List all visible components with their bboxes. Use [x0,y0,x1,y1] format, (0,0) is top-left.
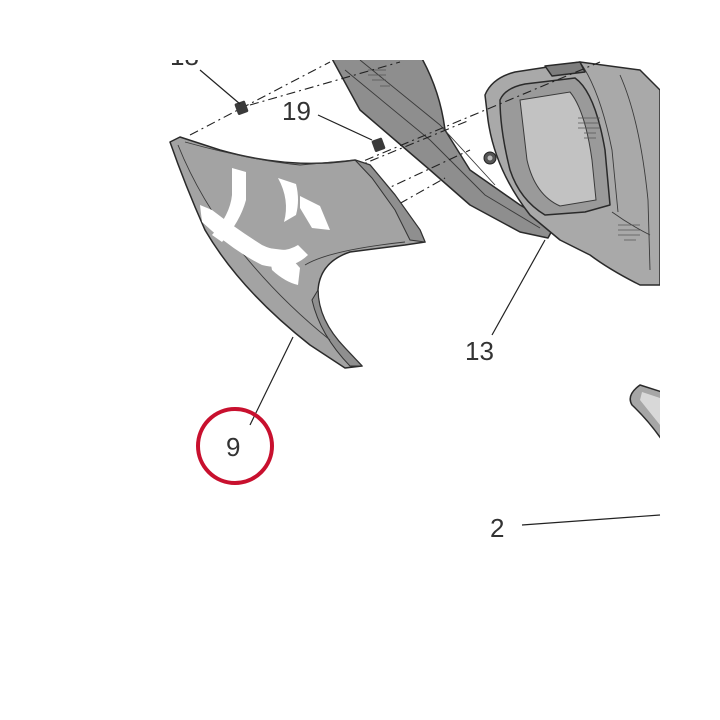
decal-stripe [278,178,298,222]
decal-stripe [300,196,330,230]
clip-fastener-18 [234,100,249,115]
fairing-assembly [331,60,660,286]
fairing-part-2 [629,384,660,439]
leader-lines [199,69,661,526]
callout-part-18: 18 [170,41,199,71]
texture-mark [578,117,640,241]
decal-stripe [268,248,300,285]
callout-part-19: 19 [282,96,311,126]
decal-stripe [212,168,246,242]
assembly-lines [189,61,601,214]
side-panel-part-9 [169,136,426,369]
texture-mark [368,69,390,87]
callout-part-13: 13 [465,336,494,366]
clip-fastener-19 [371,137,386,152]
highlight-circle [196,407,274,485]
callout-part-2: 2 [490,513,504,543]
callout-part-9: 9 [226,432,240,462]
